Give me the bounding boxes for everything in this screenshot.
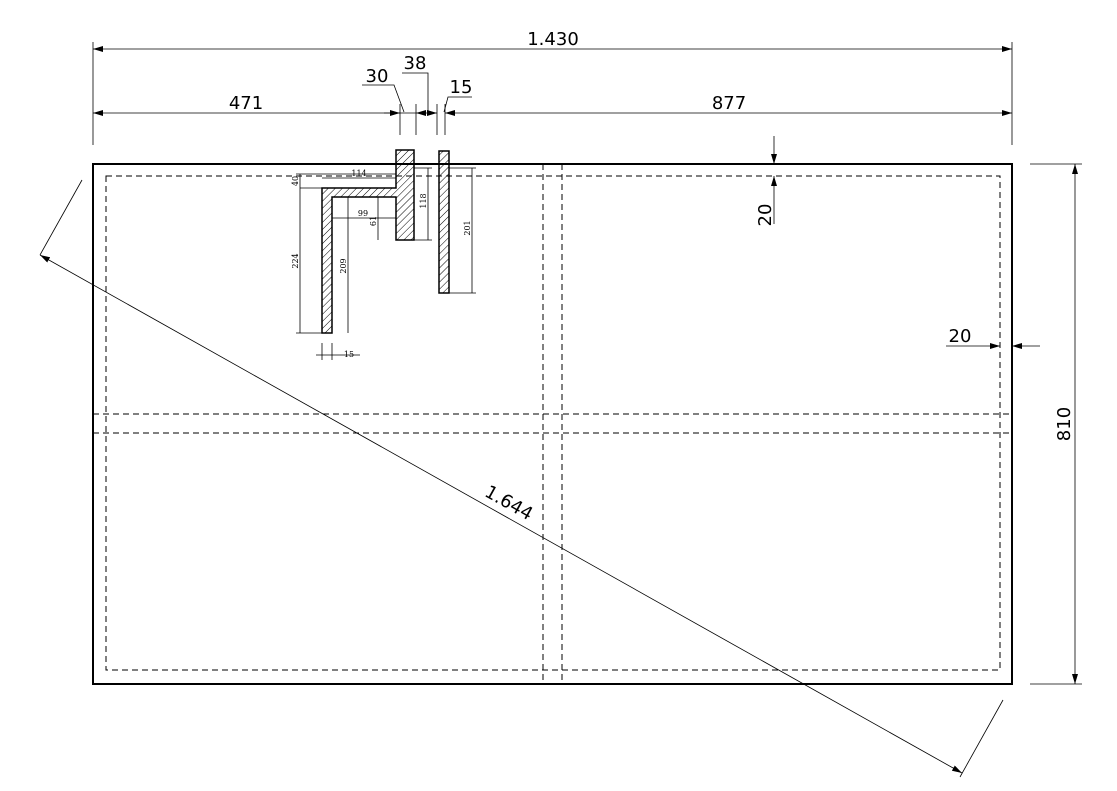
right-width-label: 877 [712,93,746,114]
gap-38-label: 38 [404,53,427,74]
profile-section-detail: 40 114 118 201 99 61 224 209 15 [291,149,476,360]
dimension-overall-width: 1.430 [92,29,1013,145]
detail-209-label: 209 [339,258,348,273]
dimension-diagonal: 1.644 [39,179,1004,778]
left-width-label: 471 [229,93,263,114]
detail-15-label: 15 [344,350,354,359]
detail-61-label: 61 [369,216,378,226]
inner-dashed-frame [105,175,1001,671]
strip-profile-section [438,150,450,294]
overall-height-label: 810 [1054,407,1075,441]
top-offset-label: 20 [755,204,776,227]
detail-201-label: 201 [463,220,472,235]
overall-width-label: 1.430 [527,29,579,50]
outer-frame [92,163,1013,685]
dimension-overall-height: 810 [1030,163,1082,685]
detail-118-label: 118 [419,193,428,208]
right-offset-label: 20 [949,326,972,347]
detail-40-label: 40 [291,176,300,186]
dimension-right-offset: 20 [946,326,1040,349]
detail-99-label: 99 [358,209,368,218]
detail-114-label: 114 [351,169,366,178]
dimension-row-secondary: 471 877 30 38 15 [93,53,1012,135]
l-profile-section [321,149,415,334]
gap-30-label: 30 [366,66,389,87]
dimension-top-offset: 20 [755,136,777,227]
gap-15-label: 15 [450,77,473,98]
detail-224-label: 224 [291,253,300,268]
